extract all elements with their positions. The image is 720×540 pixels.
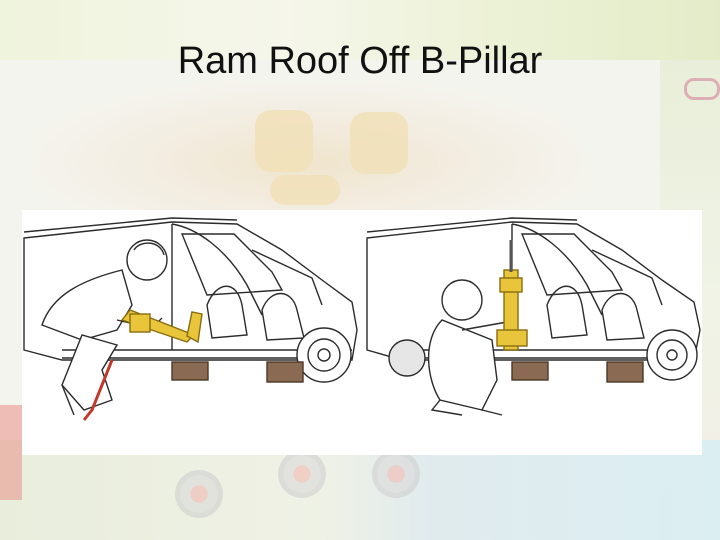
background-arrow-decoration	[684, 78, 720, 100]
slide-title: Ram Roof Off B-Pillar	[177, 40, 543, 82]
background-wheel	[372, 450, 420, 498]
background-seat	[350, 112, 408, 174]
left-panel-illustration	[23, 217, 358, 421]
background-wheel	[175, 470, 223, 518]
background-seat	[255, 110, 313, 172]
background-red-block	[0, 405, 22, 500]
background-wheel	[278, 450, 326, 498]
background-band-bottom	[0, 440, 720, 540]
background-band-top	[0, 0, 720, 60]
background-seat	[270, 175, 340, 205]
right-panel-illustration	[366, 217, 701, 416]
ram-procedure-illustration	[22, 210, 702, 455]
